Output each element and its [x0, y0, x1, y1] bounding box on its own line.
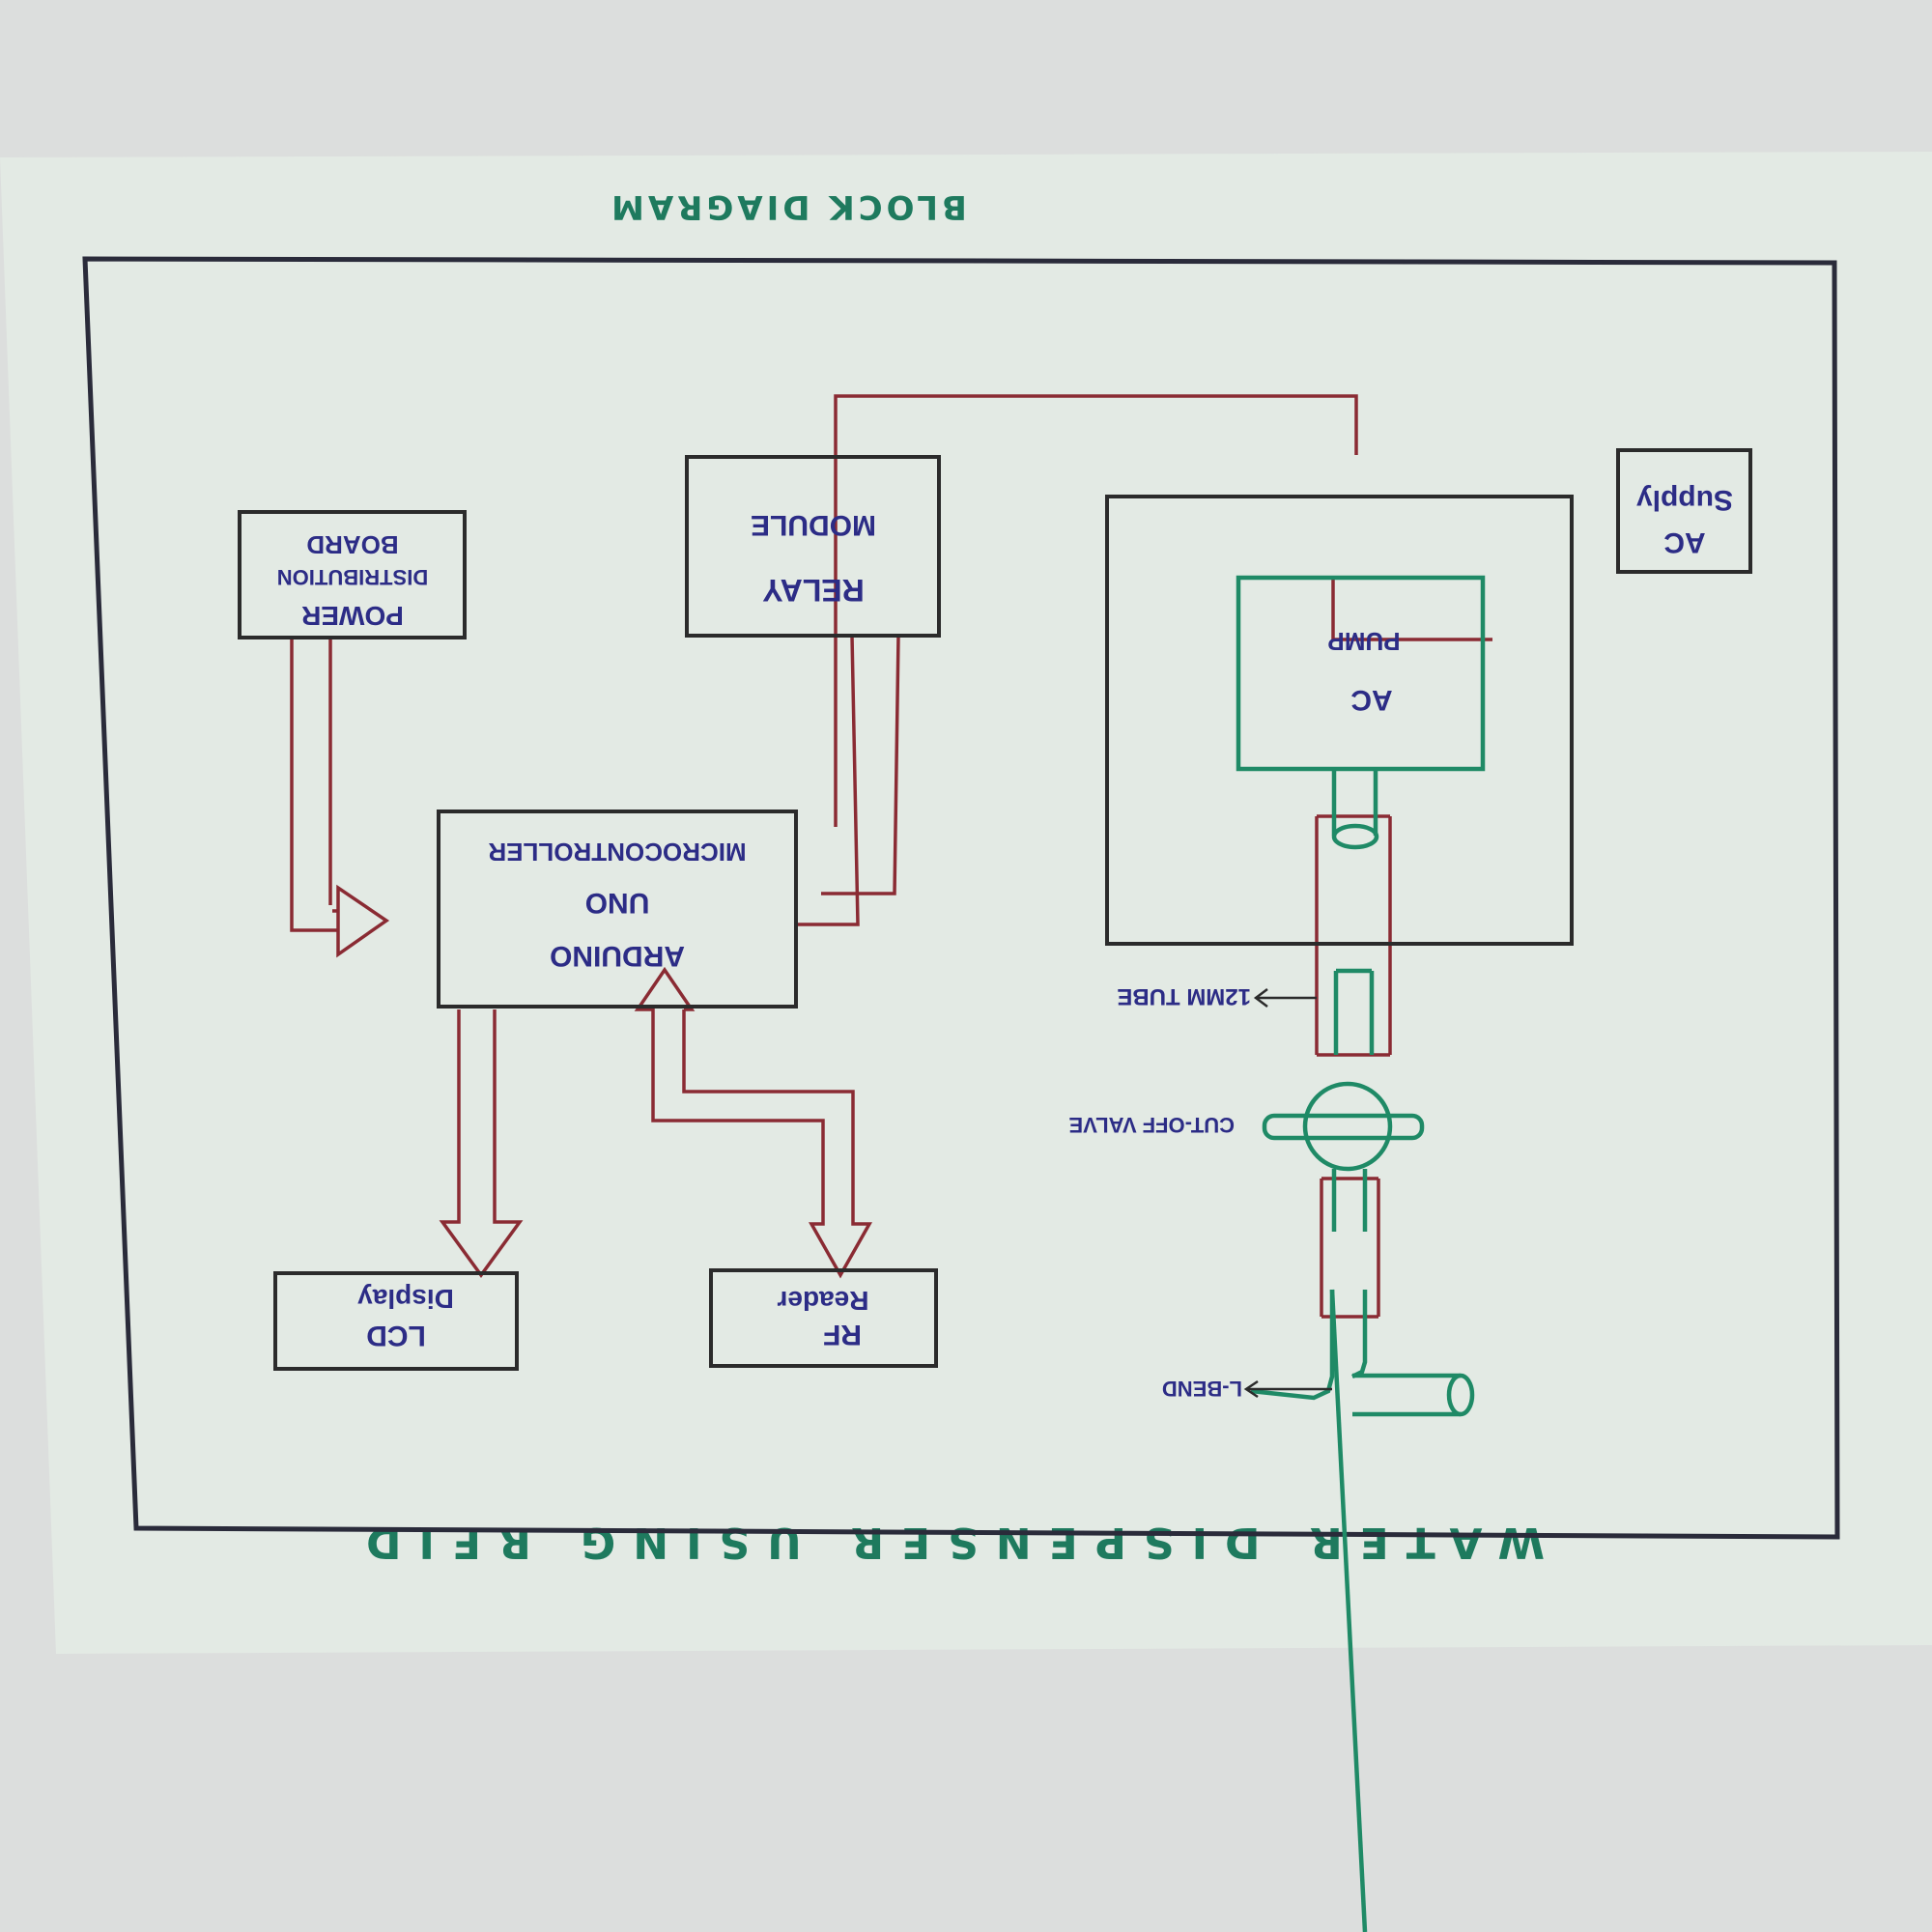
- block-labels: POWER DISTRIBUTION BOARD RELAY MODULE AR…: [277, 484, 1733, 1351]
- relay-label-1: RELAY: [762, 573, 865, 608]
- arrow-relay-shaft-2: [821, 635, 900, 895]
- pump-outlet-opening: [1331, 823, 1379, 850]
- arduino-label-1: ARDUINO: [550, 940, 685, 972]
- arduino-block: [437, 810, 798, 1009]
- paper-sheet: [0, 152, 1932, 1654]
- cutoff-valve-body: [1302, 1081, 1393, 1172]
- ac-supply-block: [1616, 448, 1752, 574]
- rf-label-1: RF: [823, 1319, 862, 1350]
- tube-annotation: 12MM TUBE: [1117, 983, 1251, 1009]
- lbend-annotation: L-BEND: [1162, 1377, 1242, 1401]
- blocks: [238, 448, 1752, 1371]
- arrow-relay-arduino: [796, 635, 860, 926]
- rf-label-2: Reader: [777, 1286, 868, 1316]
- tube-leader-head: [1253, 988, 1268, 1008]
- arrow-arduino-rf: [634, 966, 873, 1279]
- power-label-3: BOARD: [306, 530, 398, 559]
- wire-supply-pump: [1331, 577, 1492, 641]
- ac-pump-label-2: PUMP: [1327, 627, 1400, 656]
- power-label-2: DISTRIBUTION: [277, 565, 428, 589]
- wires: [290, 394, 1492, 1319]
- ac-supply-label-1: AC: [1663, 526, 1705, 558]
- lbend-leader-head: [1243, 1379, 1259, 1399]
- pump-assembly: [1236, 575, 1486, 1932]
- valve-annotation: CUT-OFF VALVE: [1068, 1113, 1235, 1137]
- ac-supply-label-2: Supply: [1636, 484, 1733, 516]
- power-label-1: POWER: [301, 601, 404, 631]
- arduino-label-3: MICROCONTROLLER: [488, 838, 746, 867]
- annotation-arrows: [1243, 988, 1332, 1399]
- ac-pump-label-1: AC: [1350, 684, 1392, 716]
- l-bend-top: [1329, 1289, 1368, 1932]
- relay-module-block: [685, 455, 941, 638]
- diagram-title: WATER DISPENSER USING RFID: [349, 1518, 1545, 1567]
- pump-enclosure-block: [1105, 495, 1574, 946]
- annotation-labels: 12MM TUBE CUT-OFF VALVE L-BEND: [1068, 983, 1251, 1401]
- lcd-display-block: [273, 1271, 519, 1371]
- power-distribution-block: [238, 510, 467, 639]
- outer-frame: [82, 256, 1840, 1540]
- ac-pump-block: [1236, 575, 1486, 772]
- arrow-power-arduino: [290, 638, 390, 958]
- relay-label-2: MODULE: [751, 509, 876, 541]
- diagram-subtitle: BLOCK DIAGRAM: [608, 187, 967, 226]
- flipped-drawing: WATER DISPENSER USING RFID BLOCK DIAGRAM: [82, 187, 1840, 1932]
- lcd-label-2: Display: [357, 1284, 454, 1314]
- l-bend-outer: [1250, 1290, 1335, 1401]
- rf-reader-block: [709, 1268, 938, 1368]
- cutoff-valve-handle: [1262, 1113, 1425, 1141]
- wire-relay-pump: [834, 394, 1358, 827]
- lcd-label-1: LCD: [366, 1320, 426, 1351]
- arduino-label-2: UNO: [585, 887, 650, 919]
